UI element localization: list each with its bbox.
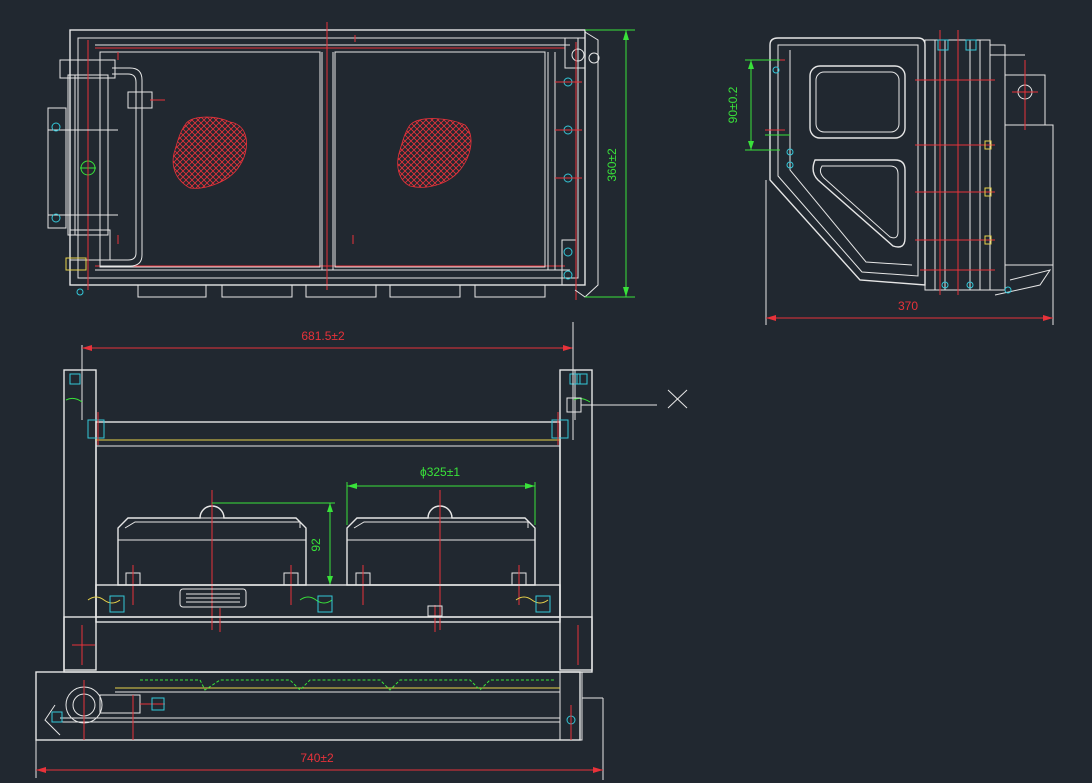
top-view: 360±2: [47, 22, 635, 300]
front-view-housing: [95, 421, 561, 623]
front-view-tray: [35, 671, 581, 741]
side-view-opening-lower: [812, 159, 906, 248]
dimension-front-view-span: 681.5±2: [301, 329, 345, 343]
dimension-side-view-width: 370: [898, 299, 918, 313]
side-view: 90±0.2 370: [726, 30, 1054, 325]
dimension-fan-height: 92: [309, 538, 323, 552]
side-view-opening-upper: [809, 65, 906, 139]
dimension-side-view-spacing: 90±0.2: [726, 86, 740, 123]
nameplate: [179, 588, 247, 608]
dimension-fan-diameter: ϕ325±1: [420, 465, 460, 479]
dimension-top-view-height: 360±2: [605, 148, 619, 182]
dimension-bottom-width: 740±2: [300, 751, 334, 765]
front-view-left-post: [63, 369, 97, 671]
front-view: 681.5±2: [35, 322, 688, 780]
front-view-lower-base: [63, 616, 593, 673]
hatched-area-right: [397, 118, 472, 188]
front-view-right-post: [559, 369, 593, 671]
hatched-area-left: [172, 116, 247, 189]
